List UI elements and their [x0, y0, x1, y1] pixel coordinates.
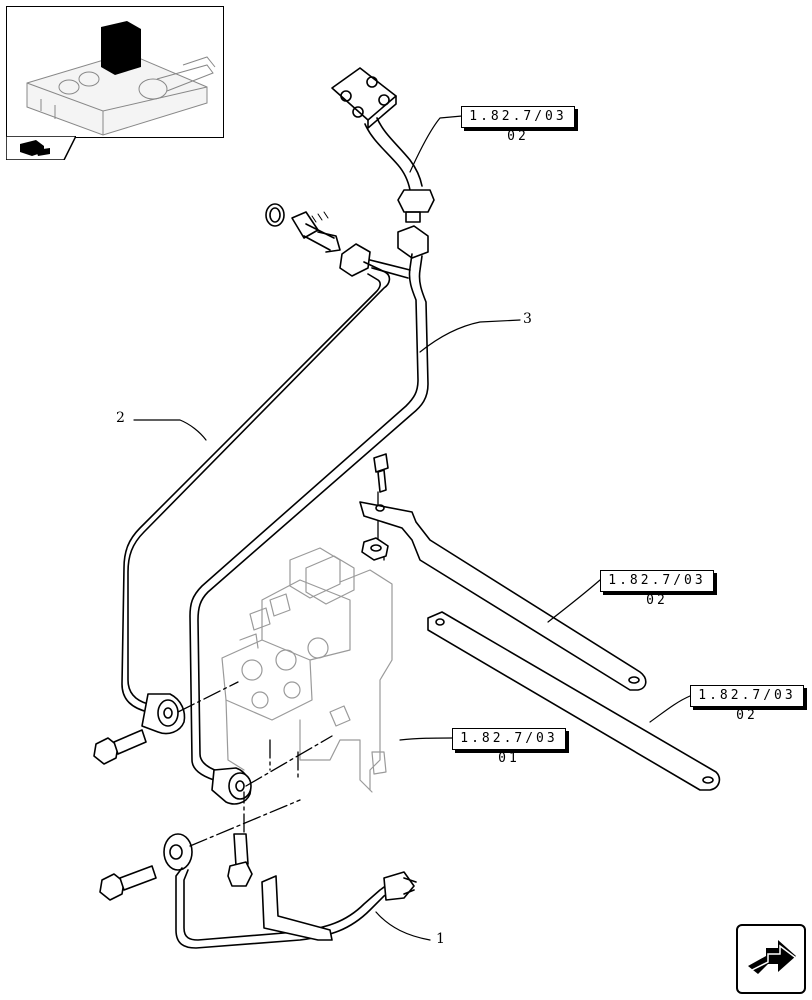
bolt-vertical: [227, 833, 253, 887]
banjo-fitting-lower: [211, 767, 252, 805]
pipe-2: [121, 261, 391, 713]
reference-box-bracket-upper[interactable]: 1.82.7/03 02: [600, 570, 714, 608]
callout-2: 2: [116, 410, 125, 426]
thumbnail-frame: [6, 6, 224, 138]
bracket-bar-lower: [427, 611, 721, 791]
callout-1: 1: [436, 931, 445, 947]
next-page-button[interactable]: [736, 924, 806, 994]
leader-lines: [133, 115, 691, 941]
next-page-arrow-icon: [748, 940, 797, 974]
parts-book-tab-icon[interactable]: [5, 135, 78, 161]
bolt-left-upper: [93, 729, 147, 765]
bracket-bolt: [361, 453, 389, 561]
control-valve: [221, 547, 393, 793]
assembly-lines: [177, 491, 385, 847]
pipe-3: [189, 253, 429, 781]
o-ring-fitting: [265, 203, 341, 253]
bracket-bar-upper: [359, 501, 647, 691]
reference-box-bracket-lower[interactable]: 1.82.7/03 02: [690, 685, 804, 723]
reference-box-top[interactable]: 1.82.7/03 02: [461, 106, 575, 144]
pipe-1: [163, 833, 417, 949]
pipe-nuts: [339, 225, 429, 277]
tractor-housing-thumbnail-icon: [26, 21, 216, 136]
callout-3: 3: [523, 311, 532, 327]
top-flange-pipe: [331, 67, 435, 223]
banjo-fitting-upper: [141, 693, 186, 735]
reference-box-valve[interactable]: 1.82.7/03 01: [452, 728, 566, 766]
bolt-left-lower: [99, 865, 157, 901]
